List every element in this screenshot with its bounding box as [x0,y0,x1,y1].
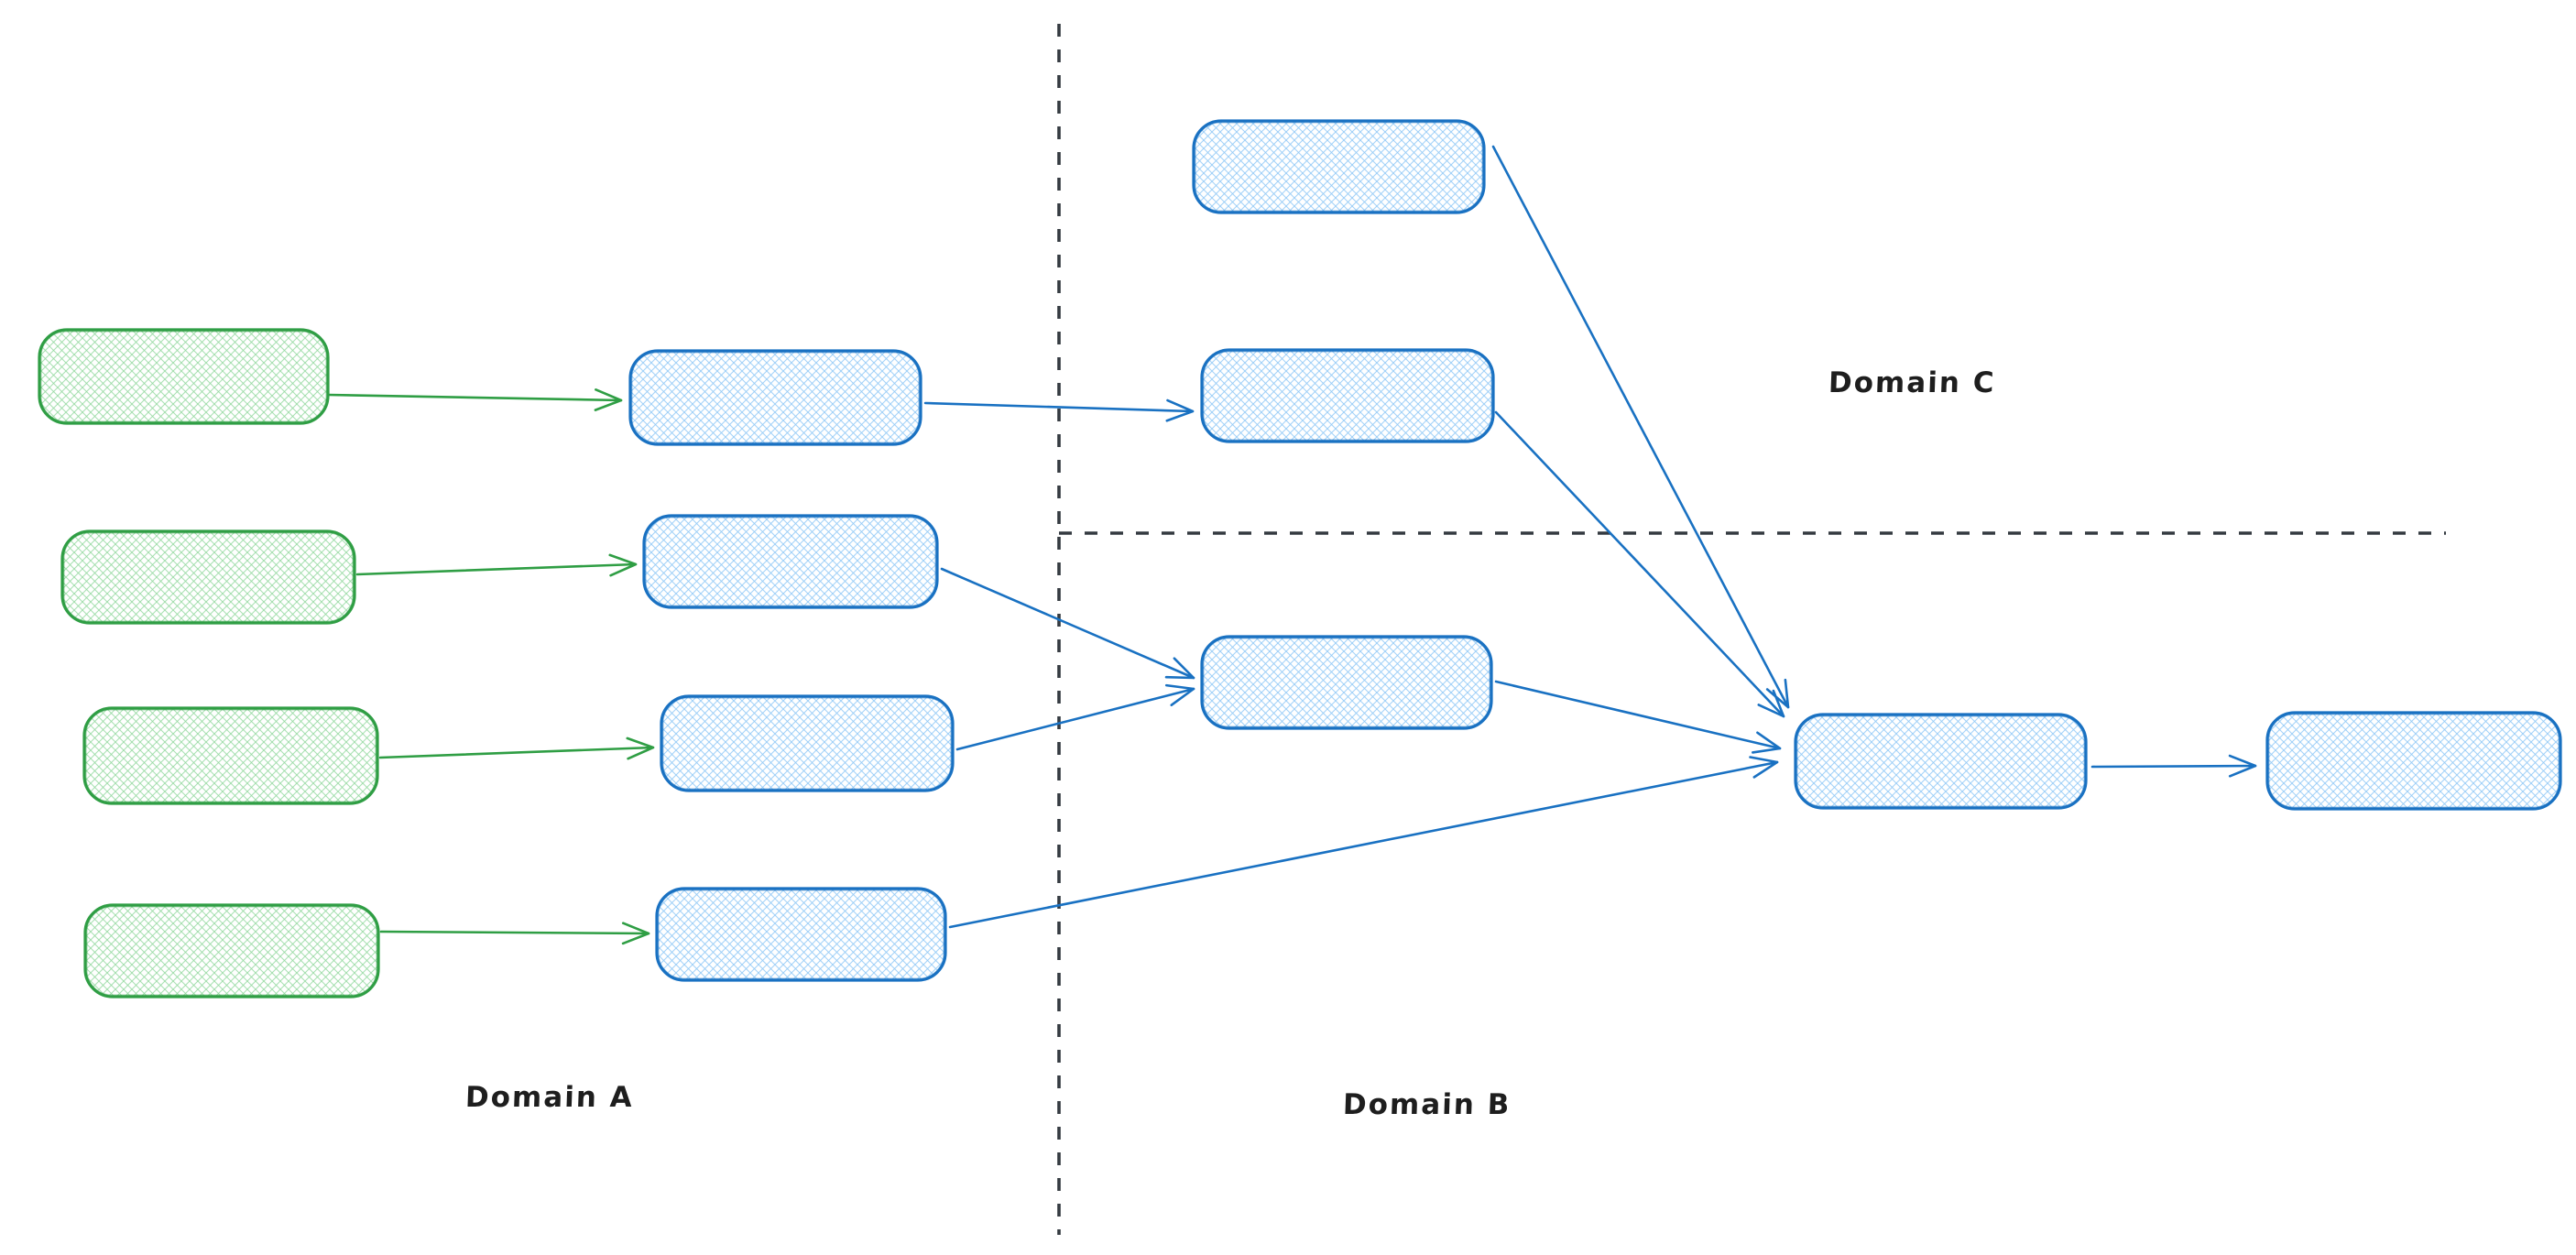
edge-g3-arrowhead [626,737,655,760]
edge-b1[interactable] [923,398,1195,422]
edge-b5[interactable] [1494,410,1785,718]
edge-b3-arrowhead [1164,683,1195,706]
node-green-box-4[interactable] [83,903,380,999]
edge-b3[interactable] [955,683,1195,751]
edge-g1[interactable] [326,388,623,411]
edge-b5-arrowhead [1757,689,1785,718]
edge-b2-arrowhead [1164,657,1195,680]
node-blue-box-9[interactable] [2265,711,2562,811]
domain-c-label: Domain C [1828,366,1997,399]
edge-g1-arrowhead [594,388,623,411]
edge-g2[interactable] [355,553,638,577]
node-blue-box-2[interactable] [642,514,939,609]
edge-g4[interactable] [379,922,650,945]
node-green-box-2[interactable] [60,529,356,625]
edge-b2[interactable] [940,567,1195,680]
edge-b4[interactable] [1491,145,1790,709]
domain-a-label: Domain A [464,1081,635,1114]
node-green-box-1[interactable] [38,328,330,425]
edge-b8-arrowhead [2228,754,2257,778]
edge-g4-arrowhead [621,922,650,945]
node-green-box-3[interactable] [82,706,379,805]
edge-b7-arrowhead [1749,756,1779,779]
edge-g3[interactable] [378,737,655,760]
edge-b6-arrowhead [1752,731,1782,754]
node-blue-box-4[interactable] [655,887,947,982]
edge-g2-arrowhead [608,553,638,577]
node-blue-box-8[interactable] [1794,713,2088,810]
node-blue-box-5[interactable] [1192,119,1486,214]
node-blue-box-6[interactable] [1200,348,1495,443]
edge-b8[interactable] [2090,754,2257,778]
node-blue-box-7[interactable] [1200,635,1493,730]
edge-b1-arrowhead [1165,398,1195,422]
edge-b7[interactable] [948,756,1779,929]
node-blue-box-3[interactable] [660,694,955,792]
node-blue-box-1[interactable] [628,349,922,446]
domain-b-label: Domain B [1342,1088,1512,1121]
edge-b6[interactable] [1494,680,1782,754]
